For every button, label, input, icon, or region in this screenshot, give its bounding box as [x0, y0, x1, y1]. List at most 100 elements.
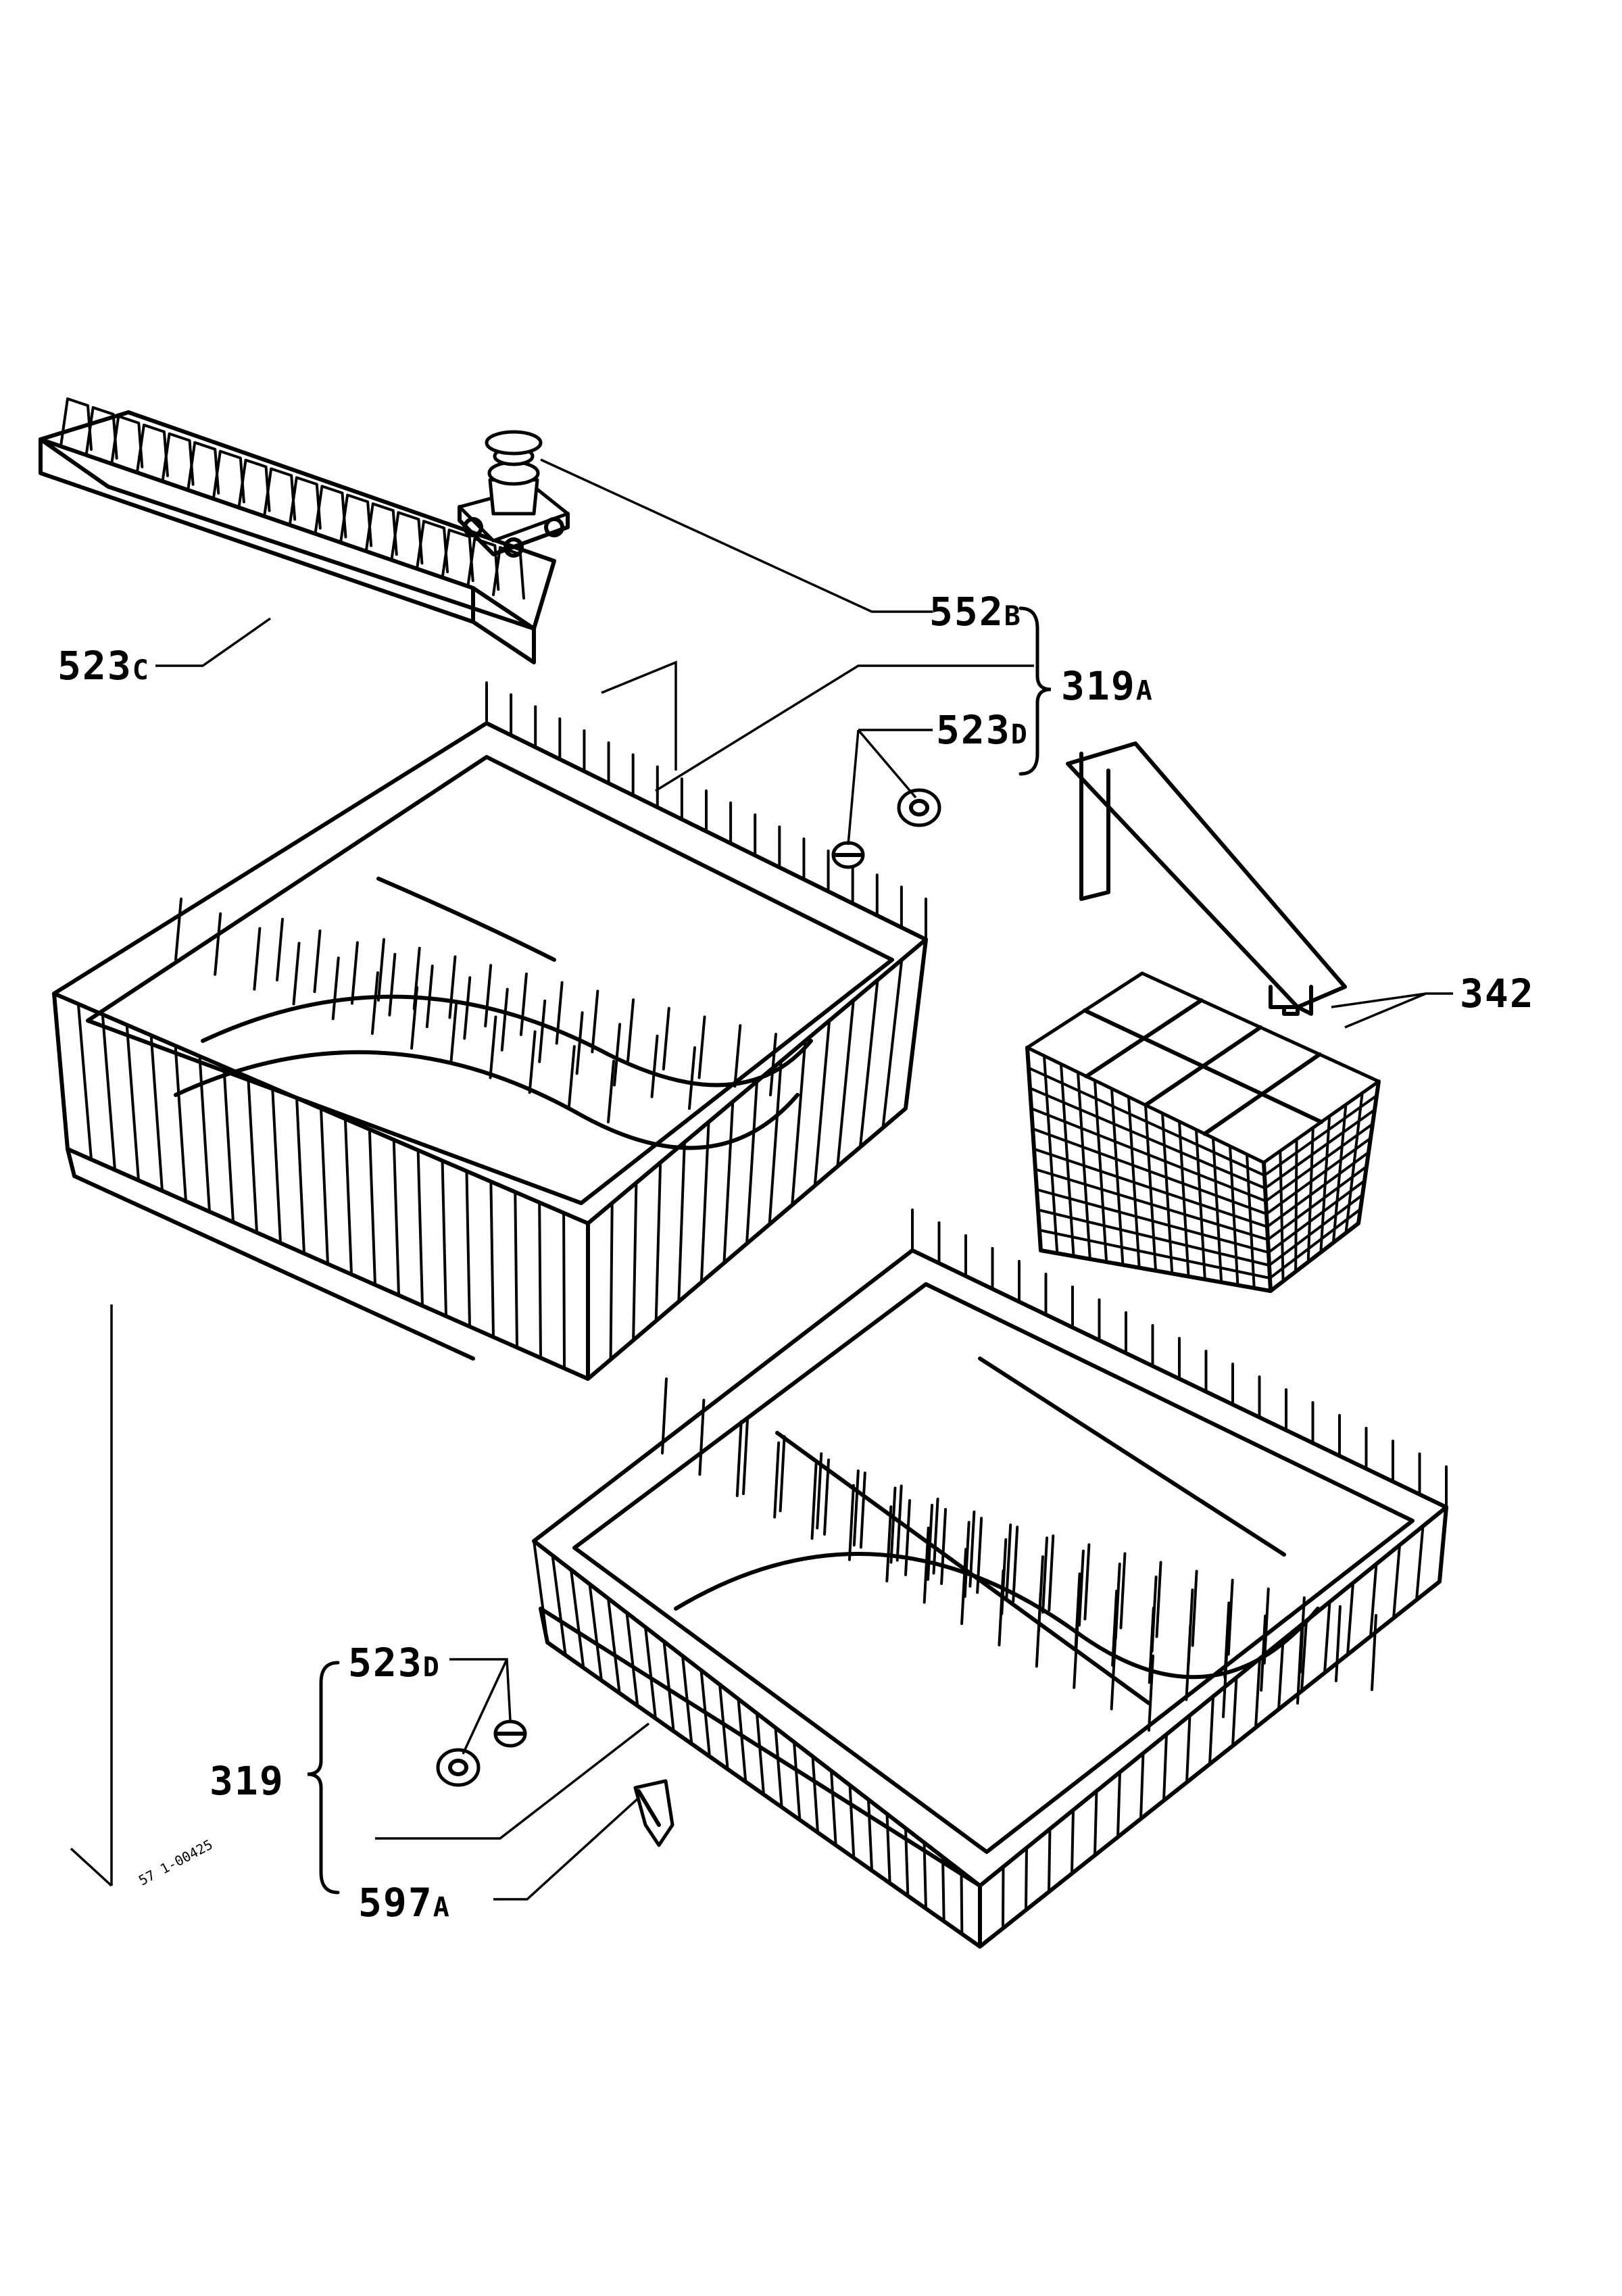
- wire-segment: [963, 1521, 970, 1598]
- clip-597a: [633, 1779, 674, 1847]
- wire-segment: [813, 1019, 831, 1188]
- wire-segment: [1148, 1655, 1154, 1732]
- wire-segment: [538, 1201, 542, 1360]
- wire-segment: [448, 955, 457, 1019]
- lower-basket: [532, 1208, 1448, 1949]
- wire-segment: [271, 1086, 282, 1245]
- wire-segment: [823, 1459, 830, 1536]
- wire-segment: [388, 952, 397, 1017]
- cutlery-basket-342: [1025, 741, 1381, 1293]
- wire-segment: [1323, 1601, 1331, 1674]
- wire-segment: [514, 1190, 518, 1349]
- wire-segment: [1185, 1714, 1191, 1784]
- wire-segment: [1074, 1572, 1081, 1650]
- wire-segment: [1012, 1525, 1019, 1603]
- spray-hub-552b: [458, 430, 570, 558]
- wire-segment: [1298, 1596, 1306, 1674]
- wire-segment: [735, 1420, 743, 1498]
- wire-segment: [555, 981, 564, 1045]
- wire-segment: [247, 1075, 258, 1234]
- wire-segment: [697, 1015, 706, 1079]
- wire-segment: [253, 927, 262, 991]
- wire-segment: [885, 1505, 893, 1583]
- wire-segment: [941, 1855, 945, 1923]
- wire-segment: [1267, 1179, 1366, 1254]
- wire-segment: [607, 1060, 615, 1123]
- wire-segment: [1268, 1194, 1364, 1267]
- wire-segment: [867, 1798, 873, 1872]
- wire-segment: [626, 998, 635, 1062]
- wire-segment: [1027, 1067, 1266, 1177]
- rack-tine: [492, 546, 525, 600]
- wire-segment: [1002, 1865, 1005, 1930]
- wire-segment: [125, 1023, 140, 1182]
- wire-segment: [320, 1107, 329, 1265]
- wire-segment: [425, 964, 434, 1029]
- wire-segment: [489, 1180, 495, 1339]
- wire-segment: [742, 1418, 749, 1495]
- wire-segment: [214, 912, 222, 976]
- wire-segment: [698, 1398, 706, 1476]
- wire-segment: [1415, 1525, 1425, 1601]
- wire-segment: [847, 1484, 855, 1561]
- wire-segment: [392, 1138, 400, 1297]
- wire-segment: [1227, 1578, 1234, 1656]
- wire-segment: [1208, 1695, 1214, 1765]
- wire-segment: [1269, 1208, 1362, 1279]
- wire-segment: [591, 990, 599, 1054]
- wire-segment: [1371, 1614, 1377, 1691]
- wire-segment: [1346, 1582, 1354, 1656]
- rollers-523d-bottom: [436, 1719, 527, 1787]
- wire-segment: [625, 1611, 639, 1707]
- brace-319a: [1018, 606, 1052, 776]
- plate-rack-523c: [39, 397, 556, 664]
- wire-segment: [101, 1012, 116, 1171]
- wire-segment: [1000, 1538, 1008, 1615]
- wire-segment: [1231, 1676, 1238, 1747]
- wire-segment: [904, 1827, 910, 1897]
- label-523d-bottom: 523D: [348, 1640, 441, 1686]
- wire-segment: [1260, 1614, 1267, 1692]
- wire-segment: [791, 1040, 807, 1206]
- wire-segment: [76, 1002, 93, 1161]
- wire-segment: [1071, 1809, 1075, 1875]
- wire-segment: [607, 1597, 621, 1694]
- wire-segment: [737, 1697, 747, 1784]
- label-552b: 552B: [929, 589, 1022, 635]
- wire-segment: [613, 1023, 622, 1087]
- wire-segment: [416, 1148, 424, 1307]
- wire-segment: [1162, 1733, 1168, 1802]
- wire-segment: [810, 1463, 818, 1540]
- wire-segment: [276, 918, 284, 981]
- wire-segment: [1254, 1657, 1261, 1729]
- wire-segment: [756, 1712, 765, 1796]
- wire-segment: [881, 958, 904, 1129]
- label-342: 342: [1460, 971, 1535, 1017]
- wire-segment: [1111, 1589, 1119, 1667]
- wire-segment: [1048, 1534, 1055, 1612]
- wire-segment: [722, 1100, 735, 1265]
- wire-segment: [904, 1499, 911, 1576]
- wire-segment: [852, 1469, 860, 1547]
- wire-segment: [53, 992, 69, 1150]
- wire-segment: [681, 1655, 693, 1745]
- wire-segment: [1031, 1127, 1268, 1215]
- wire-segment: [1334, 1605, 1342, 1682]
- wire-segment: [654, 1161, 662, 1323]
- wire-segment: [779, 1435, 786, 1513]
- wire-segment: [811, 1755, 819, 1834]
- wire-segment: [1155, 1561, 1162, 1638]
- wire-segment: [533, 1540, 549, 1644]
- wire-segment: [575, 1011, 584, 1075]
- wire-segment: [350, 941, 359, 1005]
- wire-segment: [1083, 1543, 1091, 1621]
- wire-segment: [699, 1669, 711, 1758]
- brace-319: [307, 1661, 340, 1895]
- wire-segment: [588, 1582, 603, 1682]
- wire-segment: [441, 1159, 447, 1318]
- wire-segment: [1150, 1576, 1158, 1653]
- wire-segment: [149, 1033, 164, 1192]
- wire-segment: [1264, 1123, 1374, 1202]
- wire-segment: [1038, 1229, 1271, 1279]
